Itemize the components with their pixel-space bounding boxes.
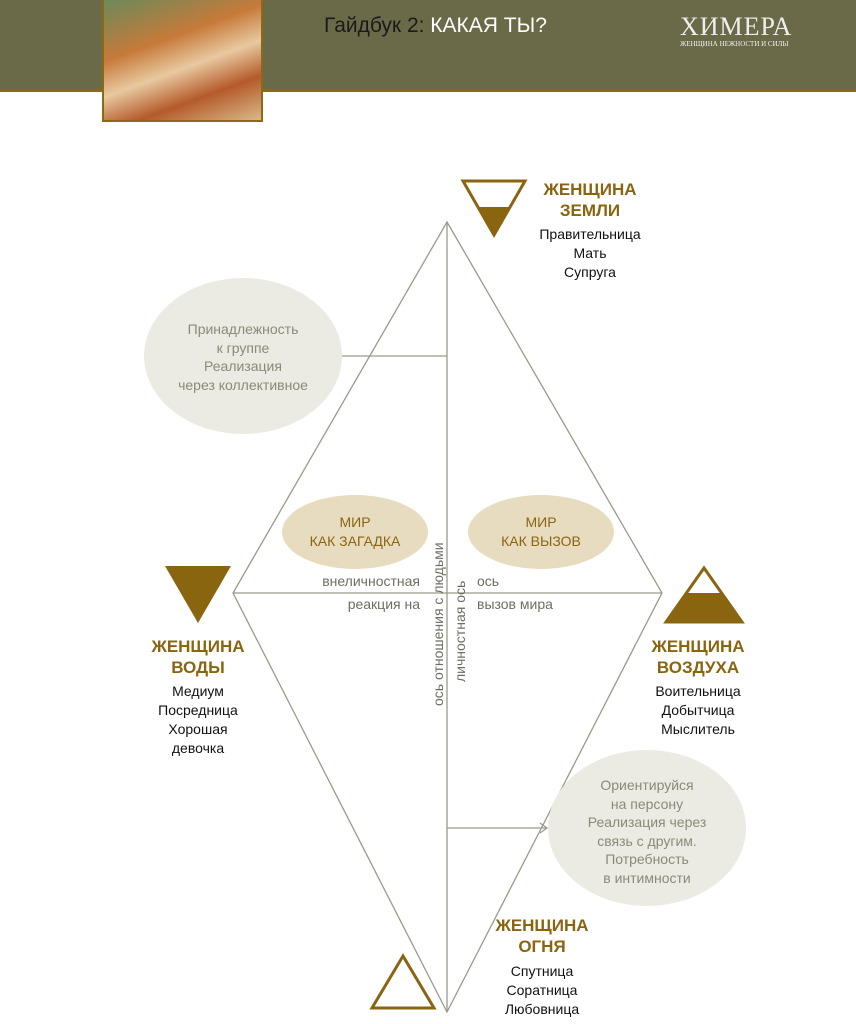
axis-label-left-top: внеличностная <box>322 573 420 589</box>
fire-icon <box>369 953 437 1010</box>
water-icon <box>165 566 231 623</box>
title-prefix: Гайдбук 2: <box>324 14 431 37</box>
ellipse-riddle <box>282 495 428 569</box>
ellipse-challenge <box>468 495 614 569</box>
logo-sub: ЖЕНЩИНА НЕЖНОСТИ И СИЛЫ <box>680 40 789 48</box>
axis-label-left-bottom: реакция на <box>347 596 420 612</box>
air-icon <box>663 565 745 624</box>
axis-label-right-bottom: вызов мира <box>477 596 553 612</box>
earth-icon <box>460 179 528 239</box>
axis-label-right-top: ось <box>477 573 500 589</box>
page-title: Гайдбук 2: КАКАЯ ТЫ? <box>324 14 547 38</box>
axis-label-vertical-right: личностная ось <box>452 580 468 682</box>
arrow-right-head <box>539 822 549 834</box>
logo: ХИМЕРА ЖЕНЩИНА НЕЖНОСТИ И СИЛЫ <box>680 12 792 48</box>
bubble-bottom-bg <box>548 750 746 906</box>
title-main: КАКАЯ ТЫ? <box>430 14 547 37</box>
portrait-image <box>102 0 263 122</box>
bubble-top-bg <box>144 278 342 434</box>
logo-main: ХИМЕРА <box>680 12 793 41</box>
axis-label-vertical-left: ось отношения с людьми <box>430 542 446 706</box>
